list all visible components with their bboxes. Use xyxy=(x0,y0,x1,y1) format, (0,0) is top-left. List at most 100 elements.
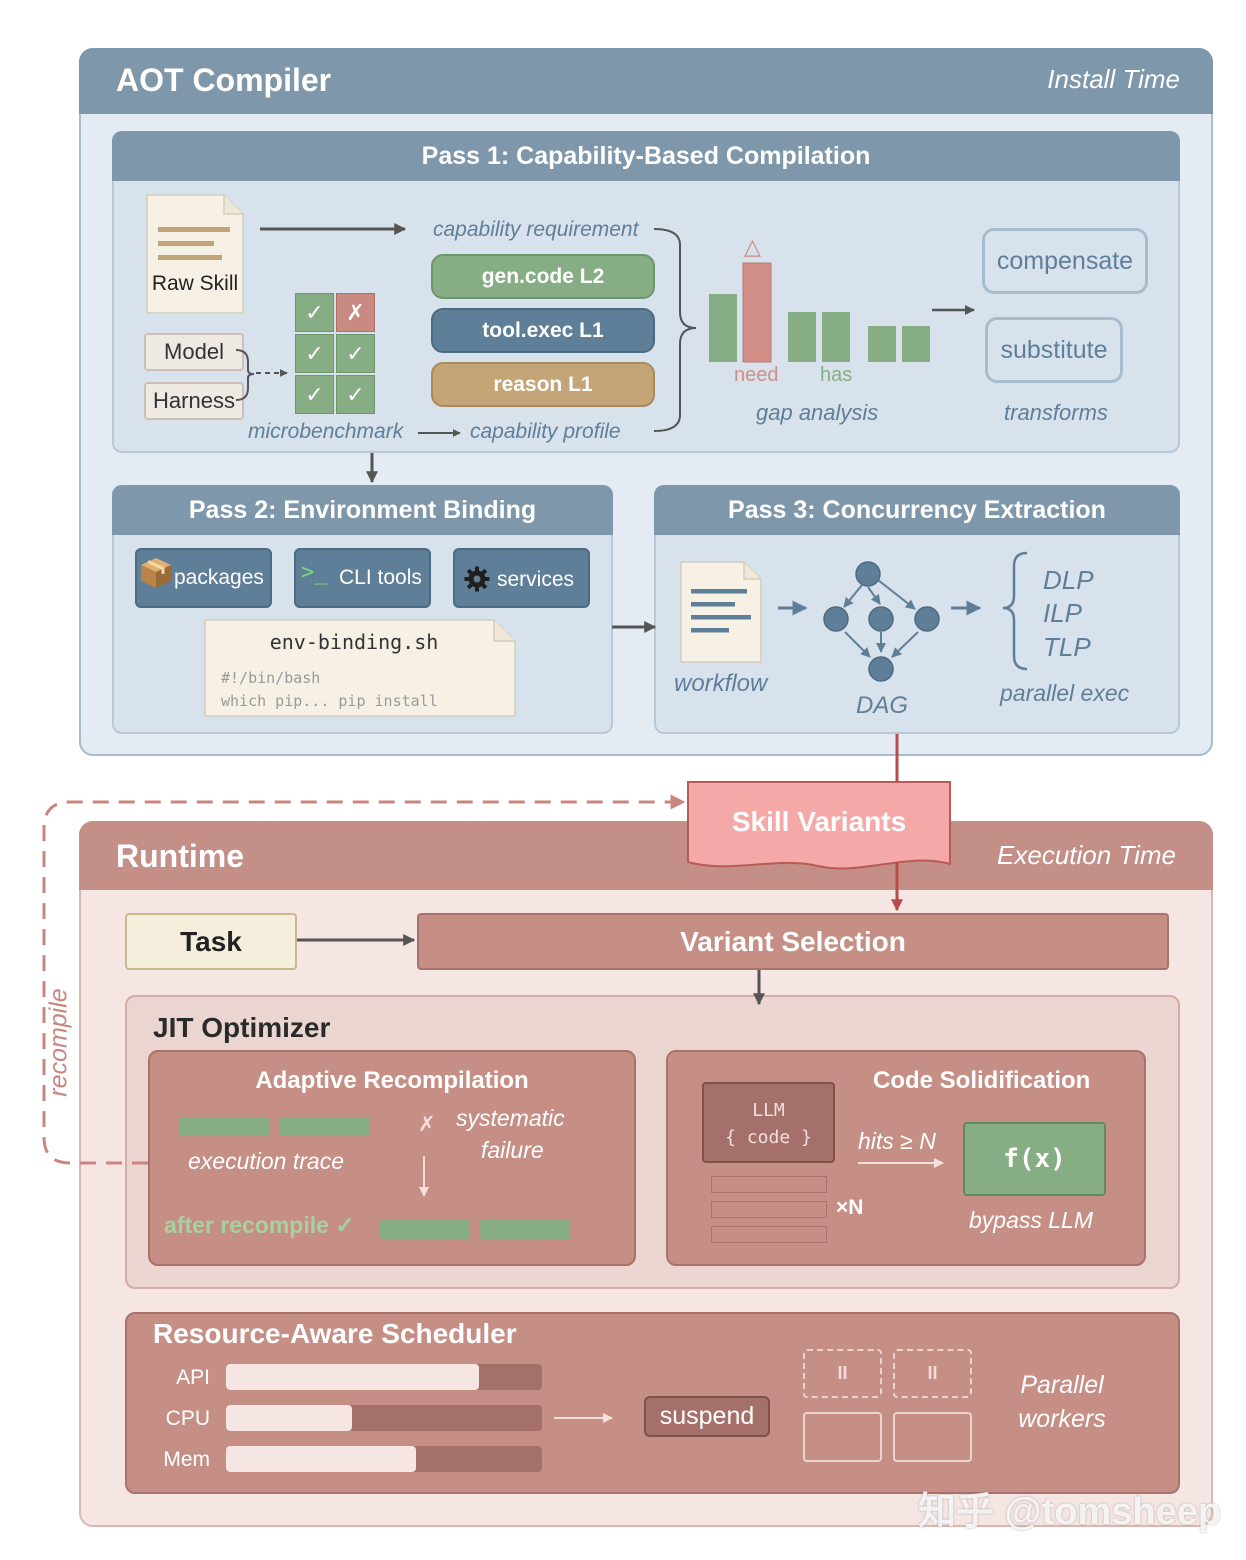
runtime-title: Runtime xyxy=(116,838,244,874)
capability-profile-label: capability profile xyxy=(470,420,621,443)
skill-variants-banner xyxy=(687,781,951,870)
capability-pill-reason: reason L1 xyxy=(431,362,655,407)
parallel-workers-label-line2: workers xyxy=(1018,1405,1106,1433)
jit-optimizer-title: JIT Optimizer xyxy=(153,1012,331,1043)
suspended-worker-slot: II xyxy=(803,1349,882,1398)
package-icon xyxy=(141,558,171,588)
gap-analysis-label: gap analysis xyxy=(756,400,879,425)
resource-label-mem: Mem xyxy=(163,1448,210,1471)
raw-skill-label: Raw Skill xyxy=(151,272,239,295)
skill-variants-label: Skill Variants xyxy=(731,806,907,837)
microbenchmark-grid: ✓ ✗ ✓ ✓ ✓ ✓ xyxy=(295,293,375,414)
workflow-document-icon xyxy=(680,561,762,663)
suspended-worker-slot: II xyxy=(893,1349,972,1398)
raw-skill-document-icon xyxy=(146,194,244,314)
recompile-label: recompile xyxy=(44,988,73,1097)
harness-box: Harness xyxy=(144,382,244,420)
resource-label-cpu: CPU xyxy=(165,1407,210,1430)
pass3-header: Pass 3: Concurrency Extraction xyxy=(654,485,1180,535)
harness-label: Harness xyxy=(153,388,235,413)
gap-bar xyxy=(868,326,896,362)
resource-bar-fill xyxy=(226,1446,416,1472)
task-box: Task xyxy=(125,913,297,970)
gap-bar-has xyxy=(822,312,850,362)
cli-tools-box: >_ CLI tools xyxy=(294,548,431,608)
gap-bar xyxy=(788,312,816,362)
trace-segment xyxy=(480,1220,570,1239)
microbenchmark-label: microbenchmark xyxy=(248,420,404,443)
dag-label: DAG xyxy=(856,692,909,719)
resource-bar-track xyxy=(226,1405,542,1431)
adaptive-recompilation-title: Adaptive Recompilation xyxy=(255,1067,529,1094)
trace-segment xyxy=(380,1220,470,1239)
resource-bar-track xyxy=(226,1364,542,1390)
packages-label: packages xyxy=(174,566,264,589)
services-label: services xyxy=(497,568,575,591)
systematic-label: systematic xyxy=(456,1105,565,1131)
install-time-label: Install Time xyxy=(1047,64,1180,94)
after-recompile-label: after recompile ✓ xyxy=(164,1212,355,1238)
script-line-shebang: #!/bin/bash xyxy=(221,669,321,687)
cli-tools-label: CLI tools xyxy=(339,566,422,589)
worker-slot xyxy=(803,1412,882,1462)
gap-bar-need xyxy=(742,262,772,363)
packages-box: packages xyxy=(135,548,272,608)
dag-node xyxy=(868,656,894,682)
compensate-box: compensate xyxy=(982,228,1148,294)
gap-bar xyxy=(902,326,930,362)
scheduler-title: Resource-Aware Scheduler xyxy=(153,1318,517,1349)
script-document xyxy=(204,619,516,717)
pause-icon: II xyxy=(927,1363,938,1383)
workflow-label: workflow xyxy=(674,670,768,697)
cross-cell: ✗ xyxy=(336,293,375,332)
code-label: { code } xyxy=(725,1127,812,1148)
script-line-install: which pip... pip install xyxy=(221,692,438,710)
check-cell: ✓ xyxy=(295,375,334,414)
parallel-workers-label-line1: Parallel xyxy=(1020,1371,1104,1399)
watermark: 知乎 @tomsheep xyxy=(918,1491,1222,1533)
need-label: need xyxy=(734,364,779,386)
capability-pill-tool-exec: tool.exec L1 xyxy=(431,308,655,353)
execution-time-label: Execution Time xyxy=(997,840,1176,870)
llm-code-box: LLM { code } xyxy=(702,1082,835,1163)
hits-label: hits ≥ N xyxy=(858,1128,936,1154)
terminal-icon: >_ xyxy=(301,560,328,585)
tlp-label: TLP xyxy=(1043,632,1091,662)
pass1-header: Pass 1: Capability-Based Compilation xyxy=(112,131,1180,181)
failure-cross-icon: ✗ xyxy=(418,1113,436,1136)
failure-label: failure xyxy=(481,1137,544,1163)
services-box: services xyxy=(453,548,590,608)
has-label: has xyxy=(820,364,853,386)
fx-function-box: f(x) xyxy=(963,1122,1106,1196)
pass3-title: Pass 3: Concurrency Extraction xyxy=(728,495,1106,524)
trace-segment xyxy=(180,1117,270,1136)
gap-analysis-chart xyxy=(709,262,930,363)
bypass-llm-label: bypass LLM xyxy=(969,1207,1094,1233)
pass2-header: Pass 2: Environment Binding xyxy=(112,485,613,535)
check-cell: ✓ xyxy=(336,334,375,373)
pass2-title: Pass 2: Environment Binding xyxy=(188,495,537,524)
transforms-label: transforms xyxy=(1004,400,1108,425)
pause-icon: II xyxy=(837,1363,848,1383)
trace-segment xyxy=(280,1117,370,1136)
parallel-exec-label: parallel exec xyxy=(1000,680,1130,706)
aot-compiler-title: AOT Compiler xyxy=(116,62,332,98)
llm-label: LLM xyxy=(752,1100,785,1121)
execution-trace-label: execution trace xyxy=(188,1148,344,1174)
dag-node xyxy=(914,606,940,632)
resource-label-api: API xyxy=(176,1366,210,1389)
times-n-label: ×N xyxy=(836,1196,864,1219)
variant-selection-box: Variant Selection xyxy=(417,913,1169,970)
model-box: Model xyxy=(144,333,244,371)
ilp-label: ILP xyxy=(1043,598,1083,628)
repeat-bar xyxy=(711,1226,827,1243)
model-label: Model xyxy=(164,339,224,364)
check-cell: ✓ xyxy=(295,334,334,373)
pass1-title: Pass 1: Capability-Based Compilation xyxy=(421,141,871,170)
dlp-label: DLP xyxy=(1043,565,1094,595)
repeat-bar xyxy=(711,1201,827,1218)
dag-node xyxy=(855,561,881,587)
capability-pill-gen-code: gen.code L2 xyxy=(431,254,655,299)
dag-graph xyxy=(823,561,940,682)
resource-bar-fill xyxy=(226,1405,353,1431)
